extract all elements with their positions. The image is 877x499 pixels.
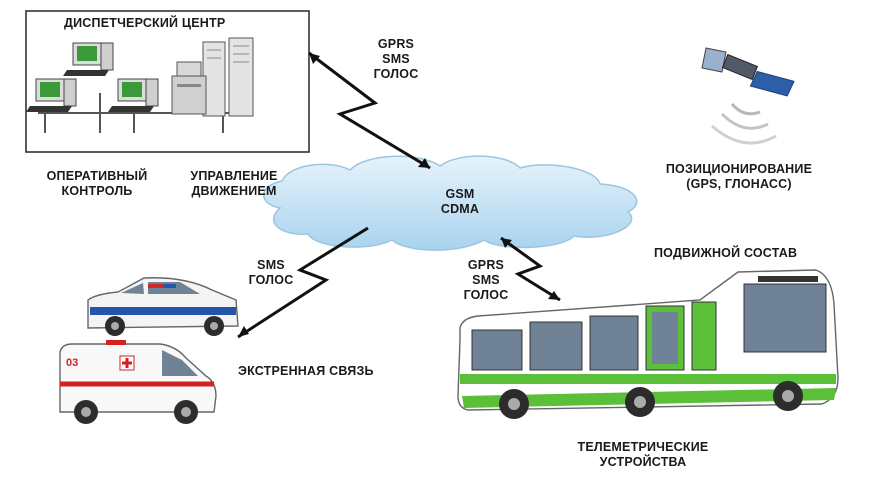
link-emergency-line-2: ГОЛОС [236,273,306,288]
network-cloud-line-2: CDMA [420,202,500,217]
network-cloud-line-1: GSM [420,187,500,202]
traffic-management-line-1: УПРАВЛЕНИЕ [174,169,294,184]
ambulance-number: 03 [66,357,78,369]
dispatch-center [26,11,309,152]
ambulance-icon: 03 [60,340,216,424]
operational-control-line-2: КОНТРОЛЬ [34,184,160,199]
telemetry-label: ТЕЛЕМЕТРИЧЕСКИЕ УСТРОЙСТВА [548,440,738,470]
link-dispatch-line-1: GPRS [356,37,436,52]
emergency-label: ЭКСТРЕННАЯ СВЯЗЬ [238,364,374,379]
dispatch-center-title: ДИСПЕТЧЕРСКИЙ ЦЕНТР [64,16,225,31]
positioning-line-2: (GPS, ГЛОНАСС) [646,177,832,192]
link-bus-line-3: ГОЛОС [448,288,524,303]
positioning-line-1: ПОЗИЦИОНИРОВАНИЕ [646,162,832,177]
satellite-icon [702,48,794,143]
police-car-icon [88,278,238,336]
telemetry-line-1: ТЕЛЕМЕТРИЧЕСКИЕ [548,440,738,455]
server-icon [172,62,206,114]
link-dispatch-line-3: ГОЛОС [356,67,436,82]
link-dispatch-label: GPRS SMS ГОЛОС [356,37,436,82]
positioning-label: ПОЗИЦИОНИРОВАНИЕ (GPS, ГЛОНАСС) [646,162,832,192]
link-bus-label: GPRS SMS ГОЛОС [448,258,524,303]
link-dispatch-line-2: SMS [356,52,436,67]
rolling-stock-label: ПОДВИЖНОЙ СОСТАВ [654,246,797,261]
traffic-management-label: УПРАВЛЕНИЕ ДВИЖЕНИЕМ [174,169,294,199]
link-emergency-line-1: SMS [236,258,306,273]
network-cloud-label: GSM CDMA [420,187,500,217]
operational-control-label: ОПЕРАТИВНЫЙ КОНТРОЛЬ [34,169,160,199]
telemetry-line-2: УСТРОЙСТВА [548,455,738,470]
operational-control-line-1: ОПЕРАТИВНЫЙ [34,169,160,184]
traffic-management-line-2: ДВИЖЕНИЕМ [174,184,294,199]
link-bus-line-2: SMS [448,273,524,288]
link-emergency-label: SMS ГОЛОС [236,258,306,288]
link-bus-line-1: GPRS [448,258,524,273]
